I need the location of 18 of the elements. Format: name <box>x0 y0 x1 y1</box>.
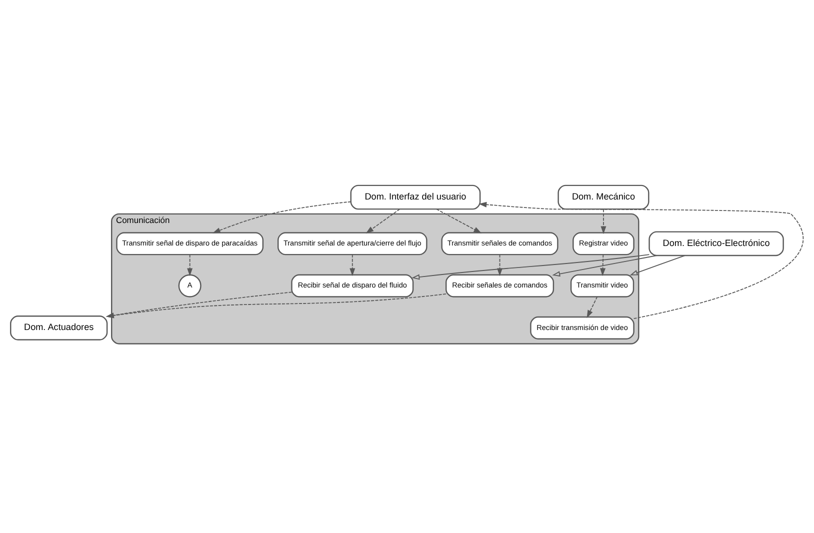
arrow <box>106 291 292 318</box>
arrow <box>212 200 352 233</box>
node-box: Dom. Interfaz del usuario <box>350 184 481 210</box>
arrow <box>478 201 804 319</box>
node-box: Dom. Mecánico <box>558 184 650 210</box>
arrow <box>350 254 356 276</box>
node-box: Dom. Eléctrico-Electrónico <box>648 230 784 256</box>
arrow <box>436 208 482 233</box>
arrow <box>106 292 446 318</box>
arrow <box>366 208 400 233</box>
arrow <box>187 254 193 276</box>
arrow <box>600 208 606 234</box>
arrow <box>600 254 606 276</box>
arrow <box>552 254 658 276</box>
node-box: Dom. Actuadores <box>10 315 108 340</box>
arrow <box>630 254 686 275</box>
arrow <box>412 254 650 280</box>
arrow <box>586 296 598 318</box>
